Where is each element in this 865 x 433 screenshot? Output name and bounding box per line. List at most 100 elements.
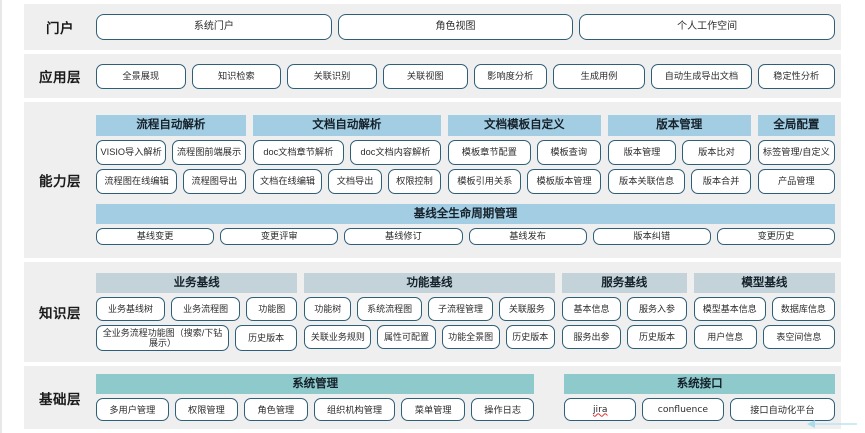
group-row: 全业务流程功能图（搜索/下钻展示） 历史版本 [96,325,298,352]
infra-item-menu-mgmt[interactable]: 菜单管理 [401,398,465,422]
cap-item-doc-export[interactable]: 文档导出 [328,168,382,194]
cap-item-template-version-mgmt[interactable]: 模板版本管理 [527,168,601,194]
cap-item-permission-control[interactable]: 权限控制 [387,168,442,194]
layer-body-portal: 系统门户 角色视图 个人工作空间 [96,14,841,40]
know-item-history-version-business[interactable]: 历史版本 [234,325,298,352]
cap-item-version-correction[interactable]: 版本纠错 [592,228,711,245]
know-item-business-flow-chart[interactable]: 业务流程图 [171,297,241,322]
know-item-database-info[interactable]: 数据库信息 [771,297,836,322]
know-item-related-service[interactable]: 关联服务 [498,297,555,322]
portal-item-system-portal[interactable]: 系统门户 [96,14,332,40]
jira-label: jira [592,403,608,415]
know-item-tablespace-info[interactable]: 表空间信息 [762,325,836,350]
app-item-knowledge-search[interactable]: 知识检索 [191,63,282,89]
know-item-subprocess-mgmt[interactable]: 子流程管理 [428,297,493,322]
know-item-function-tree[interactable]: 功能树 [304,297,352,322]
app-item-relation-recognition[interactable]: 关联识别 [287,63,377,89]
infra-item-api-automation-platform[interactable]: 接口自动化平台 [729,398,836,422]
cap-item-version-management[interactable]: 版本管理 [607,139,677,165]
know-item-system-flow-chart[interactable]: 系统流程图 [357,297,423,322]
group-title-version-mgmt: 版本管理 [607,115,751,136]
group-row: 服务出参 历史版本 [561,325,687,350]
layer-label-capability: 能力层 [39,174,81,189]
portal-item-personal-workspace[interactable]: 个人工作空间 [579,14,836,40]
cap-item-baseline-change[interactable]: 基线变更 [96,228,215,245]
cap-item-change-history[interactable]: 变更历史 [716,228,836,245]
infra-group-system-management: 系统管理 多用户管理 权限管理 角色管理 组织机构管理 菜单管理 操作日志 [96,373,535,422]
layer-body-knowledge: 业务基线 业务基线树 业务流程图 功能图 全业务流程功能图（搜索/下钻展示） 历… [96,272,841,352]
know-item-service-input-param[interactable]: 服务入参 [627,297,687,322]
know-item-related-business-rule[interactable]: 关联业务规则 [304,325,372,350]
know-item-full-business-flow-function-chart[interactable]: 全业务流程功能图（搜索/下钻展示） [96,325,229,352]
layer-infrastructure: 基础层 系统管理 多用户管理 权限管理 角色管理 组织机构管理 菜单管理 操作日… [24,366,841,429]
infra-item-confluence[interactable]: confluence [642,398,724,422]
capability-group-grid: 流程自动解析 VISIO导入解析 流程图前端展示 流程图在线编辑 流程图导出 文… [96,115,835,194]
infra-item-permission-mgmt[interactable]: 权限管理 [174,398,239,422]
cap-item-template-reference[interactable]: 模板引用关系 [448,168,522,194]
cap-item-version-relation-info[interactable]: 版本关联信息 [607,168,686,194]
group-row: 功能树 系统流程图 子流程管理 关联服务 [304,297,555,322]
know-item-service-basic-info[interactable]: 基本信息 [561,297,622,322]
portal-item-role-view[interactable]: 角色视图 [337,14,574,40]
group-row: 业务基线树 业务流程图 功能图 [96,297,298,322]
know-item-business-baseline-tree[interactable]: 业务基线树 [96,297,166,322]
group-row: 产品管理 [757,168,835,194]
group-title-system-management: 系统管理 [96,373,535,395]
layer-capability: 能力层 流程自动解析 VISIO导入解析 流程图前端展示 流程图在线编辑 流程图… [24,102,841,258]
capability-group-doc-template: 文档模板自定义 模板章节配置 模板查询 模板引用关系 模板版本管理 [448,115,601,194]
know-item-history-version-function[interactable]: 历史版本 [505,325,555,350]
application-item-row: 全景展现 知识检索 关联识别 关联视图 影响度分析 生成用例 自动生成导出文档 … [96,63,835,89]
app-item-auto-export-doc[interactable]: 自动生成导出文档 [651,63,752,89]
group-title-doc-template: 文档模板自定义 [448,115,601,136]
infra-item-operation-log[interactable]: 操作日志 [470,398,535,422]
know-item-function-chart[interactable]: 功能图 [246,297,298,322]
layer-label-application: 应用层 [39,70,81,85]
cap-item-doc-content-parse[interactable]: doc文档内容解析 [349,139,442,165]
group-title-service-baseline: 服务基线 [561,272,687,294]
group-row: doc文档章节解析 doc文档内容解析 [252,139,442,165]
knowledge-group-grid: 业务基线 业务基线树 业务流程图 功能图 全业务流程功能图（搜索/下钻展示） 历… [96,272,836,352]
app-item-panorama[interactable]: 全景展现 [96,63,186,89]
cap-item-baseline-revision[interactable]: 基线修订 [344,228,463,245]
layer-body-capability: 流程自动解析 VISIO导入解析 流程图前端展示 流程图在线编辑 流程图导出 文… [96,115,841,245]
cap-item-version-merge[interactable]: 版本合并 [691,168,751,194]
app-item-relation-view[interactable]: 关联视图 [382,63,468,89]
group-title-process-parsing: 流程自动解析 [96,115,246,136]
app-item-impact-analysis[interactable]: 影响度分析 [473,63,547,89]
know-item-attribute-configurable[interactable]: 属性可配置 [377,325,436,350]
cap-item-tag-mgmt-custom[interactable]: 标签管理/自定义 [757,139,835,165]
cap-item-visio-import-parse[interactable]: VISIO导入解析 [96,139,167,165]
know-item-history-version-service[interactable]: 历史版本 [627,325,687,350]
know-item-user-info[interactable]: 用户信息 [693,325,757,350]
cap-item-baseline-release[interactable]: 基线发布 [468,228,587,245]
infra-item-jira[interactable]: jira [564,398,637,422]
cap-item-flow-online-edit[interactable]: 流程图在线编辑 [96,168,178,194]
cap-item-flow-export[interactable]: 流程图导出 [183,168,246,194]
infra-item-multi-user-mgmt[interactable]: 多用户管理 [96,398,169,422]
cap-item-version-compare[interactable]: 版本比对 [682,139,751,165]
cap-item-flow-frontend-display[interactable]: 流程图前端展示 [172,139,246,165]
infra-item-org-structure-mgmt[interactable]: 组织机构管理 [313,398,396,422]
cap-item-product-mgmt[interactable]: 产品管理 [757,168,835,194]
layer-label-infrastructure: 基础层 [39,391,81,407]
know-item-function-panorama[interactable]: 功能全景图 [441,325,500,350]
cap-item-change-review[interactable]: 变更评审 [220,228,339,245]
cap-item-doc-online-edit[interactable]: 文档在线编辑 [252,168,323,194]
know-item-service-output-param[interactable]: 服务出参 [561,325,622,350]
app-item-generate-use-case[interactable]: 生成用例 [552,63,646,89]
knowledge-group-function-baseline: 功能基线 功能树 系统流程图 子流程管理 关联服务 关联业务规则 属性可配置 功… [304,272,555,350]
portal-item-row: 系统门户 角色视图 个人工作空间 [96,14,836,40]
know-item-model-basic-info[interactable]: 模型基本信息 [693,297,766,322]
layer-body-infrastructure: 系统管理 多用户管理 权限管理 角色管理 组织机构管理 菜单管理 操作日志 系统… [96,373,841,422]
group-row: 基本信息 服务入参 [561,297,687,322]
cap-item-doc-chapter-parse[interactable]: doc文档章节解析 [252,139,344,165]
capability-group-doc-parsing: 文档自动解析 doc文档章节解析 doc文档内容解析 文档在线编辑 文档导出 权… [252,115,442,194]
capability-group-version-mgmt: 版本管理 版本管理 版本比对 版本关联信息 版本合并 [607,115,751,194]
infra-item-role-mgmt[interactable]: 角色管理 [244,398,308,422]
app-item-stability-analysis[interactable]: 稳定性分析 [757,63,835,89]
cap-item-template-query[interactable]: 模板查询 [536,139,601,165]
group-row: 版本关联信息 版本合并 [607,168,751,194]
cap-item-template-chapter-config[interactable]: 模板章节配置 [448,139,531,165]
group-row: 关联业务规则 属性可配置 功能全景图 历史版本 [304,325,555,350]
